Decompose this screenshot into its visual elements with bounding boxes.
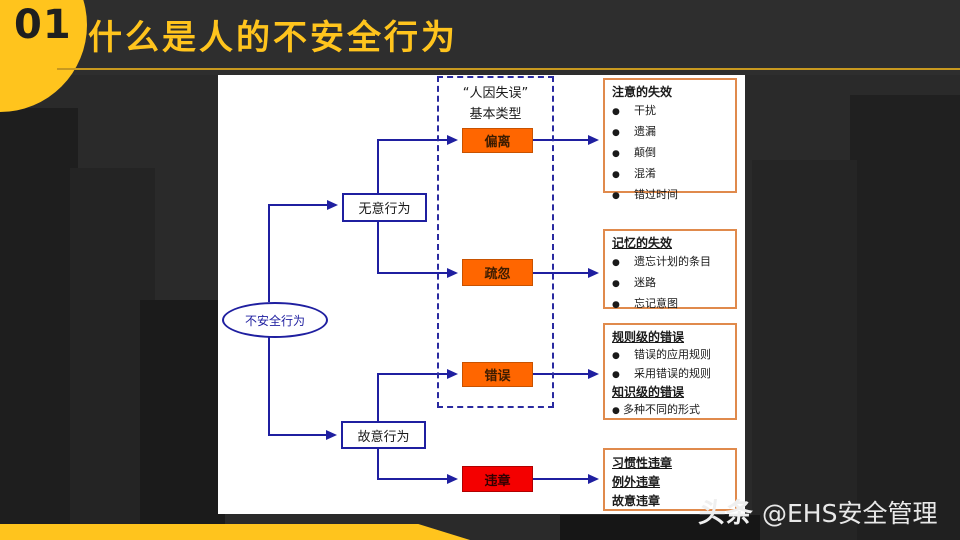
section-number: 01 xyxy=(14,2,72,48)
list-item: ● 忘记意图 xyxy=(612,294,728,315)
bullet-icon: ● xyxy=(612,191,620,201)
list-item-text: 错误的应用规则 xyxy=(634,348,711,361)
detail-title: 注意的失效 xyxy=(612,85,673,99)
page-title: 什么是人的不安全行为 xyxy=(88,18,458,58)
diagram-panel: 不安全行为 无意行为 故意行为 “人因失误” 基本类型 偏离 疏忽 错误 违章 … xyxy=(218,75,745,514)
human-error-group-frame xyxy=(437,76,554,408)
list-item-text: 忘记意图 xyxy=(634,297,678,310)
list-item: ● 遗忘计划的条目 xyxy=(612,252,728,273)
group-label-line1: “人因失误” xyxy=(462,86,529,101)
violation-type: 故意违章 xyxy=(612,494,661,508)
city-building xyxy=(0,108,78,540)
watermark-handle: @EHS安全管理 xyxy=(762,499,938,528)
node-intentional-behavior: 故意行为 xyxy=(341,421,426,449)
connector-lines xyxy=(268,135,599,484)
city-background xyxy=(0,0,960,75)
node-deviation: 偏离 xyxy=(462,128,533,153)
group-label-line2: 基本类型 xyxy=(469,107,522,122)
list-item: ● 混淆 xyxy=(612,164,728,185)
list-item-text: 迷路 xyxy=(634,276,656,289)
city-building xyxy=(140,300,225,540)
bullet-icon: ● xyxy=(612,351,620,361)
list-item-text: 颠倒 xyxy=(634,146,656,159)
node-error: 错误 xyxy=(462,362,533,387)
bullet-icon: ● xyxy=(612,149,620,159)
detail-box-violations: 习惯性违章 例外违章 故意违章 xyxy=(603,448,737,511)
list-item-text: 采用错误的规则 xyxy=(634,367,711,380)
node-unintentional-behavior: 无意行为 xyxy=(342,193,427,222)
list-item: ● 错过时间 xyxy=(612,185,728,206)
list-item: ● 错误的应用规则 xyxy=(612,346,728,365)
watermark: 头条 @EHS安全管理 xyxy=(697,491,938,530)
detail-title: 知识级的错误 xyxy=(612,385,685,399)
list-item: ● 颠倒 xyxy=(612,143,728,164)
node-violation: 违章 xyxy=(462,466,533,492)
toutiao-logo: 头条 xyxy=(697,498,755,529)
list-item-text: 混淆 xyxy=(634,167,656,180)
violation-type: 习惯性违章 xyxy=(612,456,673,470)
bullet-icon: ● xyxy=(612,406,620,416)
bullet-icon: ● xyxy=(612,128,620,138)
node-negligence: 疏忽 xyxy=(462,259,533,286)
title-underline xyxy=(57,68,960,70)
bullet-icon: ● xyxy=(612,279,620,289)
list-item-text: 遗忘计划的条目 xyxy=(634,255,711,268)
list-item-text: 多种不同的形式 xyxy=(623,403,700,416)
violation-type: 例外违章 xyxy=(612,475,661,489)
city-building xyxy=(560,515,760,540)
bottom-ribbon xyxy=(0,524,470,540)
list-item-text: 遗漏 xyxy=(634,125,656,138)
detail-box-errors: 规则级的错误 ● 错误的应用规则 ● 采用错误的规则 知识级的错误 ● 多种不同… xyxy=(603,323,737,420)
detail-title: 记忆的失效 xyxy=(612,236,673,250)
bullet-icon: ● xyxy=(612,107,620,117)
detail-box-attention: 注意的失效 ● 干扰 ● 遗漏 ● 颠倒 ● 混淆 ● 错过时间 xyxy=(603,78,737,201)
list-item-text: 错过时间 xyxy=(634,188,678,201)
list-item: ● 多种不同的形式 xyxy=(612,401,728,420)
city-building xyxy=(850,95,960,540)
list-item: ● 采用错误的规则 xyxy=(612,365,728,384)
bullet-icon: ● xyxy=(612,258,620,268)
detail-box-memory: 记忆的失效 ● 遗忘计划的条目 ● 迷路 ● 忘记意图 xyxy=(603,229,737,310)
list-item: ● 遗漏 xyxy=(612,122,728,143)
node-unsafe-behavior: 不安全行为 xyxy=(222,302,328,338)
bullet-icon: ● xyxy=(612,300,620,310)
bullet-icon: ● xyxy=(612,370,620,380)
city-building xyxy=(752,160,857,540)
list-item: ● 迷路 xyxy=(612,273,728,294)
human-error-group-label: “人因失误” 基本类型 xyxy=(437,83,554,125)
list-item-text: 干扰 xyxy=(634,104,656,117)
detail-title: 规则级的错误 xyxy=(612,330,685,344)
bullet-icon: ● xyxy=(612,170,620,180)
list-item: ● 干扰 xyxy=(612,101,728,122)
